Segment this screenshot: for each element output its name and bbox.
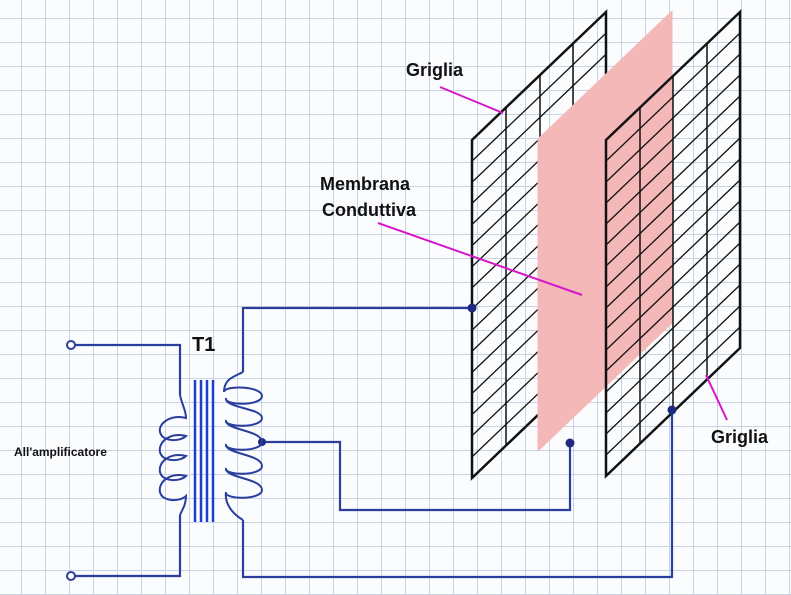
label-griglia-bottom: Griglia: [711, 427, 769, 447]
front-grid-slat: [471, 32, 607, 162]
junction-front-grid: [467, 303, 477, 313]
rear-grid-slat: [605, 179, 741, 309]
rear-grid-slat: [605, 74, 741, 204]
label-membrana: Membrana: [320, 174, 411, 194]
rear-grid-slat: [605, 116, 741, 246]
rear-grid-slat: [605, 32, 741, 162]
secondary-coil: [223, 371, 264, 521]
pointer-griglia-bottom: [705, 374, 728, 421]
rear-grid-slat: [605, 263, 741, 393]
label-griglia-top: Griglia: [406, 60, 464, 80]
input-terminal-bottom: [66, 571, 76, 581]
label-conduttiva: Conduttiva: [322, 200, 417, 220]
junction-rear-grid: [667, 405, 677, 415]
input-wire-top: [74, 343, 182, 395]
label-t1: T1: [192, 334, 215, 356]
wire-to-membrane: [262, 440, 572, 512]
rear-grid-slat: [605, 242, 741, 372]
pointer-membrana: [377, 222, 583, 296]
transformer-t1: [158, 371, 264, 522]
input-terminal-top: [66, 340, 76, 350]
wire-to-front-grid: [241, 306, 472, 372]
rear-grid-slat: [605, 284, 741, 414]
rear-grid-slat: [605, 53, 741, 183]
junction-membrane: [565, 438, 575, 448]
primary-coil: [158, 394, 188, 516]
pointer-griglia-top: [439, 86, 504, 114]
transformer-core: [193, 380, 215, 522]
rear-grid-electrode: [604, 9, 742, 479]
rear-grid-slat: [605, 137, 741, 267]
front-grid-slat: [471, 53, 607, 183]
rear-grid-slat: [605, 200, 741, 330]
rear-grid-slat: [605, 326, 741, 456]
rear-grid-slat: [605, 95, 741, 225]
rear-grid-slat: [605, 221, 741, 351]
input-wire-bottom: [74, 515, 182, 578]
wiring: [74, 306, 674, 579]
rear-grid-frame: [604, 9, 742, 479]
rear-grid-slat: [605, 158, 741, 288]
pointers: [377, 86, 728, 421]
rear-grid-slat: [605, 305, 741, 435]
label-input: All'amplificatore: [14, 445, 107, 459]
wire-to-rear-grid: [241, 410, 674, 579]
